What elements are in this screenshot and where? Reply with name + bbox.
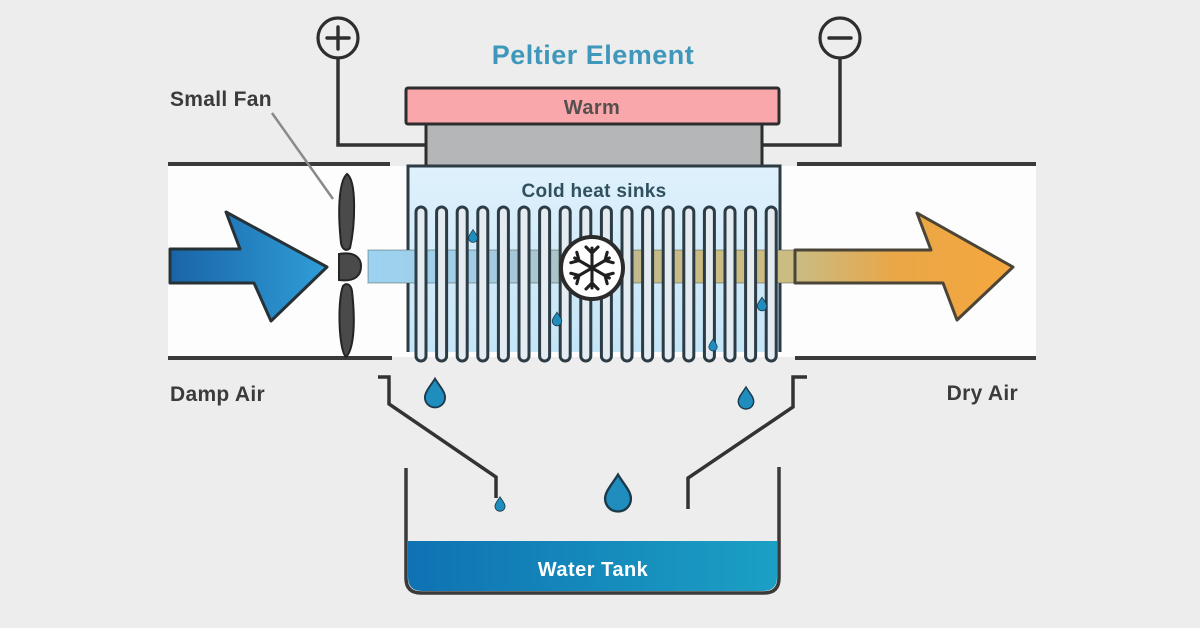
positive-wire xyxy=(336,59,427,147)
water-tank: Water Tank xyxy=(404,467,781,595)
damp-air-label: Damp Air xyxy=(170,383,265,406)
fan-hub xyxy=(338,252,363,282)
heat-sink-fins xyxy=(414,205,778,363)
heat-sink-fin xyxy=(496,205,510,363)
water-drop-icon xyxy=(737,386,755,410)
fan-blade-bottom xyxy=(338,283,355,359)
cooling-badge xyxy=(559,235,625,301)
water-tank-outline xyxy=(404,467,781,595)
warm-plate-label: Warm xyxy=(564,97,620,119)
fan-blade-top xyxy=(338,172,356,251)
water-drop-icon xyxy=(423,377,447,409)
heat-sink-fin xyxy=(723,205,737,363)
condensate-funnel xyxy=(378,375,807,509)
heat-sink-fin xyxy=(744,205,758,363)
heat-sink-fin xyxy=(435,205,449,363)
dry-air-arrow xyxy=(793,211,1015,322)
heat-sink-fin xyxy=(702,205,716,363)
dry-air-label: Dry Air xyxy=(947,382,1018,405)
heat-sink-fin xyxy=(641,205,655,363)
heat-sink-fin xyxy=(476,205,490,363)
negative-wire xyxy=(762,59,842,147)
water-fill xyxy=(408,541,777,591)
water-drop-icon xyxy=(603,473,633,513)
snowflake-icon xyxy=(569,245,615,291)
funnel-left xyxy=(378,375,498,498)
small-fan-pointer-line xyxy=(270,112,335,200)
water-tank-label: Water Tank xyxy=(538,559,649,581)
heat-sink-fin xyxy=(620,205,634,363)
water-drop-icon xyxy=(494,496,506,512)
heat-sink-fin xyxy=(682,205,696,363)
falling-droplets xyxy=(423,377,755,513)
heat-sink-fin xyxy=(538,205,552,363)
heat-sink-fin xyxy=(414,205,428,363)
heat-sink-fin xyxy=(764,205,778,363)
small-fan-label: Small Fan xyxy=(170,88,272,111)
fan-blades-icon xyxy=(338,172,363,359)
peltier-module-block xyxy=(424,122,764,169)
negative-terminal xyxy=(818,16,862,60)
heat-sink-fin xyxy=(517,205,531,363)
cold-sink-label: Cold heat sinks xyxy=(522,181,667,202)
air-duct-walls xyxy=(168,162,1036,360)
heat-sink-fin xyxy=(661,205,675,363)
plus-icon xyxy=(325,25,351,51)
diagram-title: Peltier Element xyxy=(492,40,695,70)
funnel-right xyxy=(686,375,807,509)
heat-sink-fin xyxy=(455,205,469,363)
power-wires xyxy=(336,59,842,147)
damp-air-arrow xyxy=(168,210,329,323)
positive-terminal xyxy=(316,16,360,60)
